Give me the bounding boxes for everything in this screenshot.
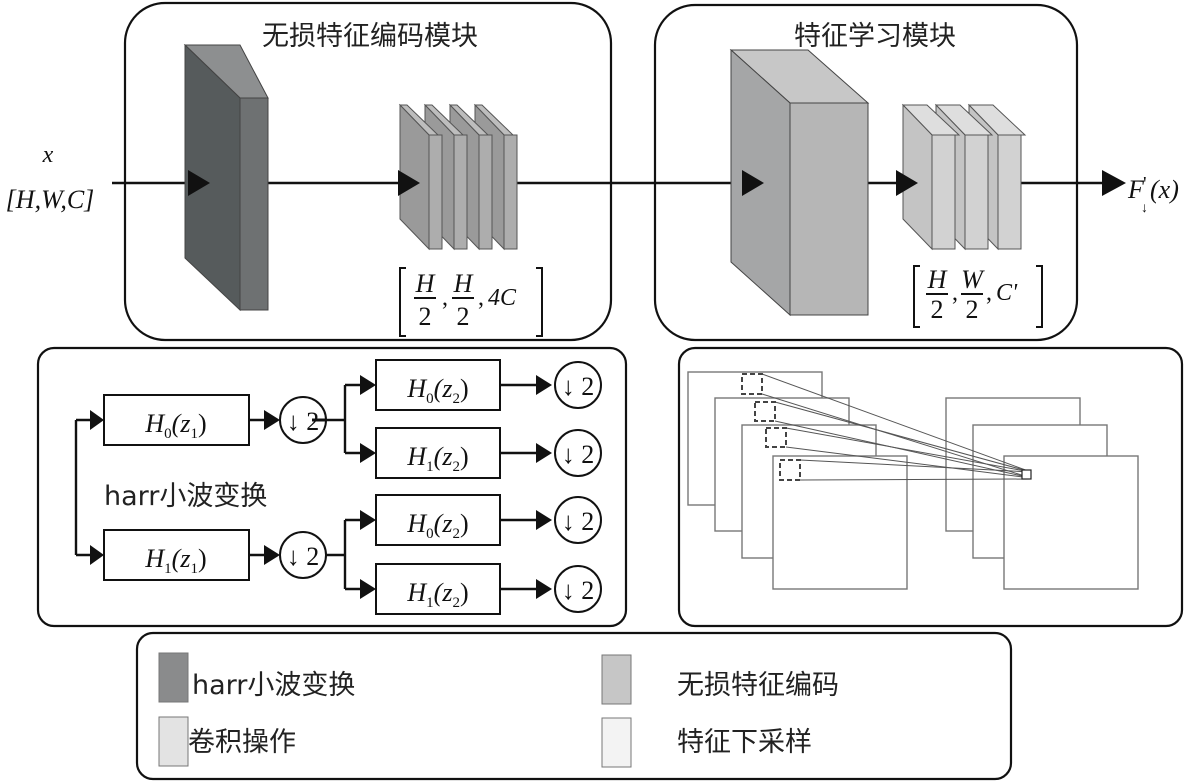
svg-text:2: 2 bbox=[419, 302, 432, 331]
filter-level2: H1(z2) ↓ 2 bbox=[375, 427, 602, 479]
learning-shape-label: H 2 , W 2 , C' bbox=[913, 265, 1043, 328]
svg-text:H0(z2): H0(z2) bbox=[406, 509, 468, 542]
filter-level2: H0(z2) ↓ 2 bbox=[375, 359, 602, 411]
legend-label-downsampling: 特征下采样 bbox=[677, 727, 812, 758]
svg-text:4C: 4C bbox=[488, 285, 517, 311]
svg-text:H0(z2): H0(z2) bbox=[406, 374, 468, 407]
legend-label-lossless-encoding: 无损特征编码 bbox=[677, 670, 839, 701]
svg-text:H1(z2): H1(z2) bbox=[406, 442, 468, 475]
encoder-module-panel bbox=[123, 1, 613, 342]
svg-text:H0(z1): H0(z1) bbox=[144, 409, 206, 442]
downsample-circle bbox=[554, 361, 602, 409]
svg-text:↓ 2: ↓ 2 bbox=[562, 507, 595, 536]
downsample-circle bbox=[554, 496, 602, 544]
arrow-into-encoder-stack bbox=[398, 170, 420, 196]
wavelet-panel bbox=[36, 346, 628, 628]
legend-swatch-convolution bbox=[158, 716, 189, 767]
svg-text:↓ 2: ↓ 2 bbox=[562, 372, 595, 401]
learning-module-panel bbox=[653, 3, 1079, 342]
svg-text:↓ 2: ↓ 2 bbox=[562, 440, 595, 469]
downsample-circle bbox=[554, 429, 602, 477]
svg-text:C': C' bbox=[996, 280, 1018, 306]
downsample-circle bbox=[554, 565, 602, 613]
kernel-window bbox=[779, 459, 801, 481]
arrow-into-conv bbox=[742, 170, 764, 196]
output-label: F ' ↓ (x) bbox=[1127, 173, 1179, 216]
svg-text:F: F bbox=[1127, 175, 1145, 204]
svg-text:': ' bbox=[1143, 173, 1147, 195]
svg-text:,: , bbox=[952, 280, 958, 306]
svg-text:,: , bbox=[986, 280, 992, 306]
svg-text:↓: ↓ bbox=[1141, 201, 1148, 216]
kernel-window bbox=[754, 401, 776, 422]
learning-module-title: 特征学习模块 bbox=[794, 21, 956, 52]
downsample-slab bbox=[901, 103, 961, 251]
svg-text:H: H bbox=[453, 269, 474, 298]
filter-level2: H0(z2) ↓ 2 bbox=[375, 494, 602, 546]
convolution-illustration-panel bbox=[677, 346, 1184, 628]
legend-swatch-lossless-encoding bbox=[601, 654, 632, 705]
svg-text:2: 2 bbox=[966, 295, 979, 324]
output-pixel bbox=[1021, 469, 1032, 480]
input-variable: x bbox=[42, 142, 54, 168]
legend-swatch-harr bbox=[158, 652, 189, 703]
wavelet-caption: harr小波变换 bbox=[104, 481, 267, 512]
encoder-shape-label: H 2 , H 2 , 4C bbox=[399, 267, 543, 337]
svg-text:,: , bbox=[478, 285, 484, 311]
svg-text:2: 2 bbox=[457, 302, 470, 331]
svg-text:W: W bbox=[961, 265, 985, 294]
svg-text:H1(z1): H1(z1) bbox=[144, 544, 206, 577]
convolution-illustration bbox=[687, 371, 1139, 590]
svg-text:↓ 2: ↓ 2 bbox=[562, 576, 595, 605]
svg-text:↓ 2: ↓ 2 bbox=[287, 542, 320, 571]
wavelet-filter-bank: H0(z1) H1(z1) ↓ 2 ↓ 2 bbox=[74, 359, 602, 615]
svg-text:H: H bbox=[927, 265, 948, 294]
downsample-feature-stack bbox=[901, 103, 1027, 251]
harr-transform-block bbox=[183, 43, 269, 312]
arrow-into-harr bbox=[188, 170, 210, 196]
svg-text:,: , bbox=[442, 285, 448, 311]
encoder-slab bbox=[398, 103, 443, 251]
svg-text:2: 2 bbox=[931, 295, 944, 324]
encoder-module-title: 无损特征编码模块 bbox=[262, 21, 478, 52]
legend: harr小波变换 无损特征编码 卷积操作 特征下采样 bbox=[158, 652, 839, 768]
input-shape: [H,W,C] bbox=[6, 185, 95, 214]
kernel-window bbox=[765, 427, 787, 448]
legend-swatch-downsampling bbox=[601, 717, 632, 768]
encoder-feature-stack bbox=[398, 103, 518, 251]
svg-text:↓ 2: ↓ 2 bbox=[287, 407, 320, 436]
output-arrow bbox=[1102, 170, 1126, 196]
kernel-window bbox=[741, 373, 763, 395]
svg-text:H: H bbox=[415, 269, 436, 298]
legend-panel bbox=[135, 631, 1013, 781]
legend-label-harr: harr小波变换 bbox=[192, 670, 355, 701]
arrow-into-downsample-stack bbox=[896, 170, 918, 196]
input-feature-map bbox=[772, 455, 908, 590]
svg-text:H1(z2): H1(z2) bbox=[406, 578, 468, 611]
filter-level2: H1(z2) ↓ 2 bbox=[375, 563, 602, 615]
legend-label-convolution: 卷积操作 bbox=[188, 727, 296, 758]
svg-text:(x): (x) bbox=[1150, 175, 1179, 204]
